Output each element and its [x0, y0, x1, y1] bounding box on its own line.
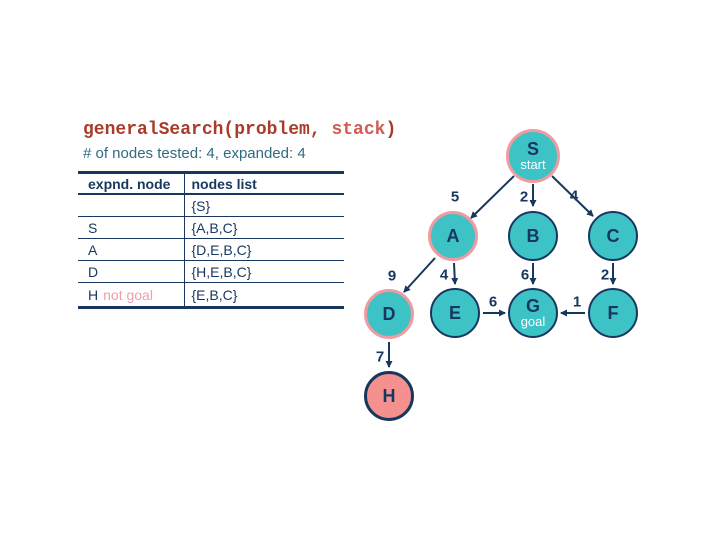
edge-cost-d-h: 7 — [375, 348, 385, 366]
graph-node-a: A — [428, 211, 478, 261]
graph-node-d: D — [364, 289, 414, 339]
node-label: B — [526, 226, 540, 246]
expanded-node-value: S — [88, 219, 98, 236]
nodes-list-cell: {S} — [183, 194, 344, 217]
nodes-list-cell: {H,E,B,C} — [183, 260, 344, 283]
expanded-node-value: D — [88, 263, 99, 280]
expanded-node-value: A — [88, 241, 98, 258]
node-label: F — [607, 303, 619, 323]
table-header-row: expnd. node nodes list — [78, 172, 344, 195]
nodes-list-cell: {A,B,C} — [183, 216, 344, 239]
table-row: A {D,E,B,C} — [78, 238, 344, 261]
edge-cost-s-c: 4 — [569, 187, 579, 205]
edge-cost-s-a: 5 — [450, 188, 460, 206]
edge-a-d — [403, 257, 436, 293]
edge-cost-c-f: 2 — [600, 266, 610, 284]
node-label: A — [446, 226, 460, 246]
edge-cost-f-g: 1 — [572, 293, 582, 311]
table-row: S {A,B,C} — [78, 216, 344, 239]
expanded-node-cell: D — [78, 260, 184, 283]
edge-cost-b-g: 6 — [520, 266, 530, 284]
graph-node-h: H — [364, 371, 414, 421]
table-row: {S} — [78, 194, 344, 217]
graph-node-f: F — [588, 288, 638, 338]
edge-s-c — [551, 175, 594, 217]
node-label: G — [525, 296, 540, 316]
expanded-node-value: H — [88, 286, 99, 303]
nodes-list-cell: {E,B,C} — [183, 282, 344, 308]
expanded-node-cell — [78, 194, 184, 217]
not-goal-note: not goal — [103, 286, 153, 303]
node-sublabel-goal: goal — [520, 314, 546, 329]
node-sublabel-start: start — [520, 157, 546, 172]
table-row: D {H,E,B,C} — [78, 260, 344, 283]
edge-cost-s-b: 2 — [519, 188, 529, 206]
edge-a-e — [451, 262, 459, 285]
title-emphasis: stack — [331, 120, 386, 140]
edge-cost-e-g: 6 — [488, 293, 498, 311]
search-trace-table: expnd. node nodes list {S} S {A,B,C} A {… — [78, 171, 344, 309]
edge-cost-a-e: 4 — [439, 266, 449, 284]
graph-node-e: E — [430, 288, 480, 338]
header-expanded-node: expnd. node — [78, 172, 184, 195]
node-label: C — [606, 226, 620, 246]
graph-node-b: B — [508, 211, 558, 261]
node-label: H — [382, 386, 396, 406]
node-label: D — [382, 304, 396, 324]
edge-s-a — [470, 175, 515, 219]
expanded-node-cell: S — [78, 216, 184, 239]
title-prefix: generalSearch(problem, — [83, 120, 332, 140]
node-label: E — [448, 303, 461, 323]
edge-cost-a-d: 9 — [387, 267, 397, 285]
header-nodes-list: nodes list — [183, 172, 344, 195]
nodes-count-subtitle: # of nodes tested: 4, expanded: 4 — [83, 145, 306, 162]
title-suffix: ) — [385, 120, 397, 140]
graph-node-s: S start — [506, 129, 560, 183]
page-title: generalSearch(problem, stack) — [83, 119, 396, 141]
nodes-list-cell: {D,E,B,C} — [183, 238, 344, 261]
expanded-node-cell: A — [78, 238, 184, 261]
node-label: S — [526, 139, 539, 159]
graph-node-g: G goal — [508, 288, 558, 338]
graph-node-c: C — [588, 211, 638, 261]
